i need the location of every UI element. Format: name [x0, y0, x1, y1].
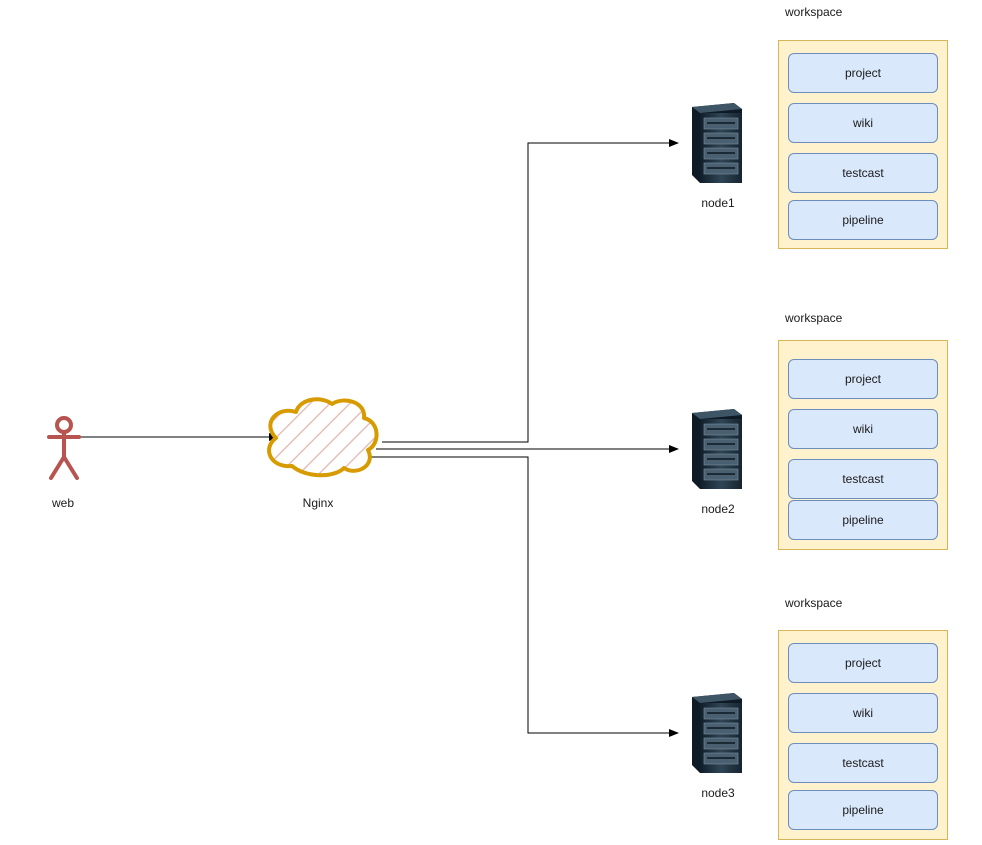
workspace-title: workspace [785, 596, 843, 610]
workspace-group: workspace project wiki testcast pipeline [778, 311, 948, 550]
module-pipeline[interactable]: pipeline [788, 200, 938, 240]
module-project[interactable]: project [788, 643, 938, 683]
module-wiki[interactable]: wiki [788, 693, 938, 733]
module-testcast[interactable]: testcast [788, 153, 938, 193]
module-project[interactable]: project [788, 359, 938, 399]
stick-figure-icon[interactable] [47, 416, 81, 480]
nginx-to-node1-connector [382, 139, 679, 443]
module-pipeline[interactable]: pipeline [788, 500, 938, 540]
nginx-to-node3-connector [370, 456, 679, 737]
server-rack-icon[interactable] [691, 692, 743, 774]
module-testcast[interactable]: testcast [788, 459, 938, 499]
workspace-group: workspace project wiki testcast pipeline [778, 5, 948, 249]
workspace-title: workspace [785, 5, 843, 19]
workspace-group: workspace project wiki testcast pipeline [778, 596, 948, 840]
module-wiki[interactable]: wiki [788, 103, 938, 143]
cloud-icon[interactable] [267, 397, 379, 478]
web-label: web [51, 496, 75, 510]
node1-label: node1 [701, 196, 735, 210]
workspace-title: workspace [785, 311, 843, 325]
module-project[interactable]: project [788, 53, 938, 93]
server-rack-icon[interactable] [691, 102, 743, 184]
node2-label: node2 [701, 502, 735, 516]
node3-label: node3 [701, 786, 735, 800]
server-rack-icon[interactable] [691, 408, 743, 490]
module-wiki[interactable]: wiki [788, 409, 938, 449]
nginx-label: Nginx [302, 496, 334, 510]
module-pipeline[interactable]: pipeline [788, 790, 938, 830]
module-testcast[interactable]: testcast [788, 743, 938, 783]
